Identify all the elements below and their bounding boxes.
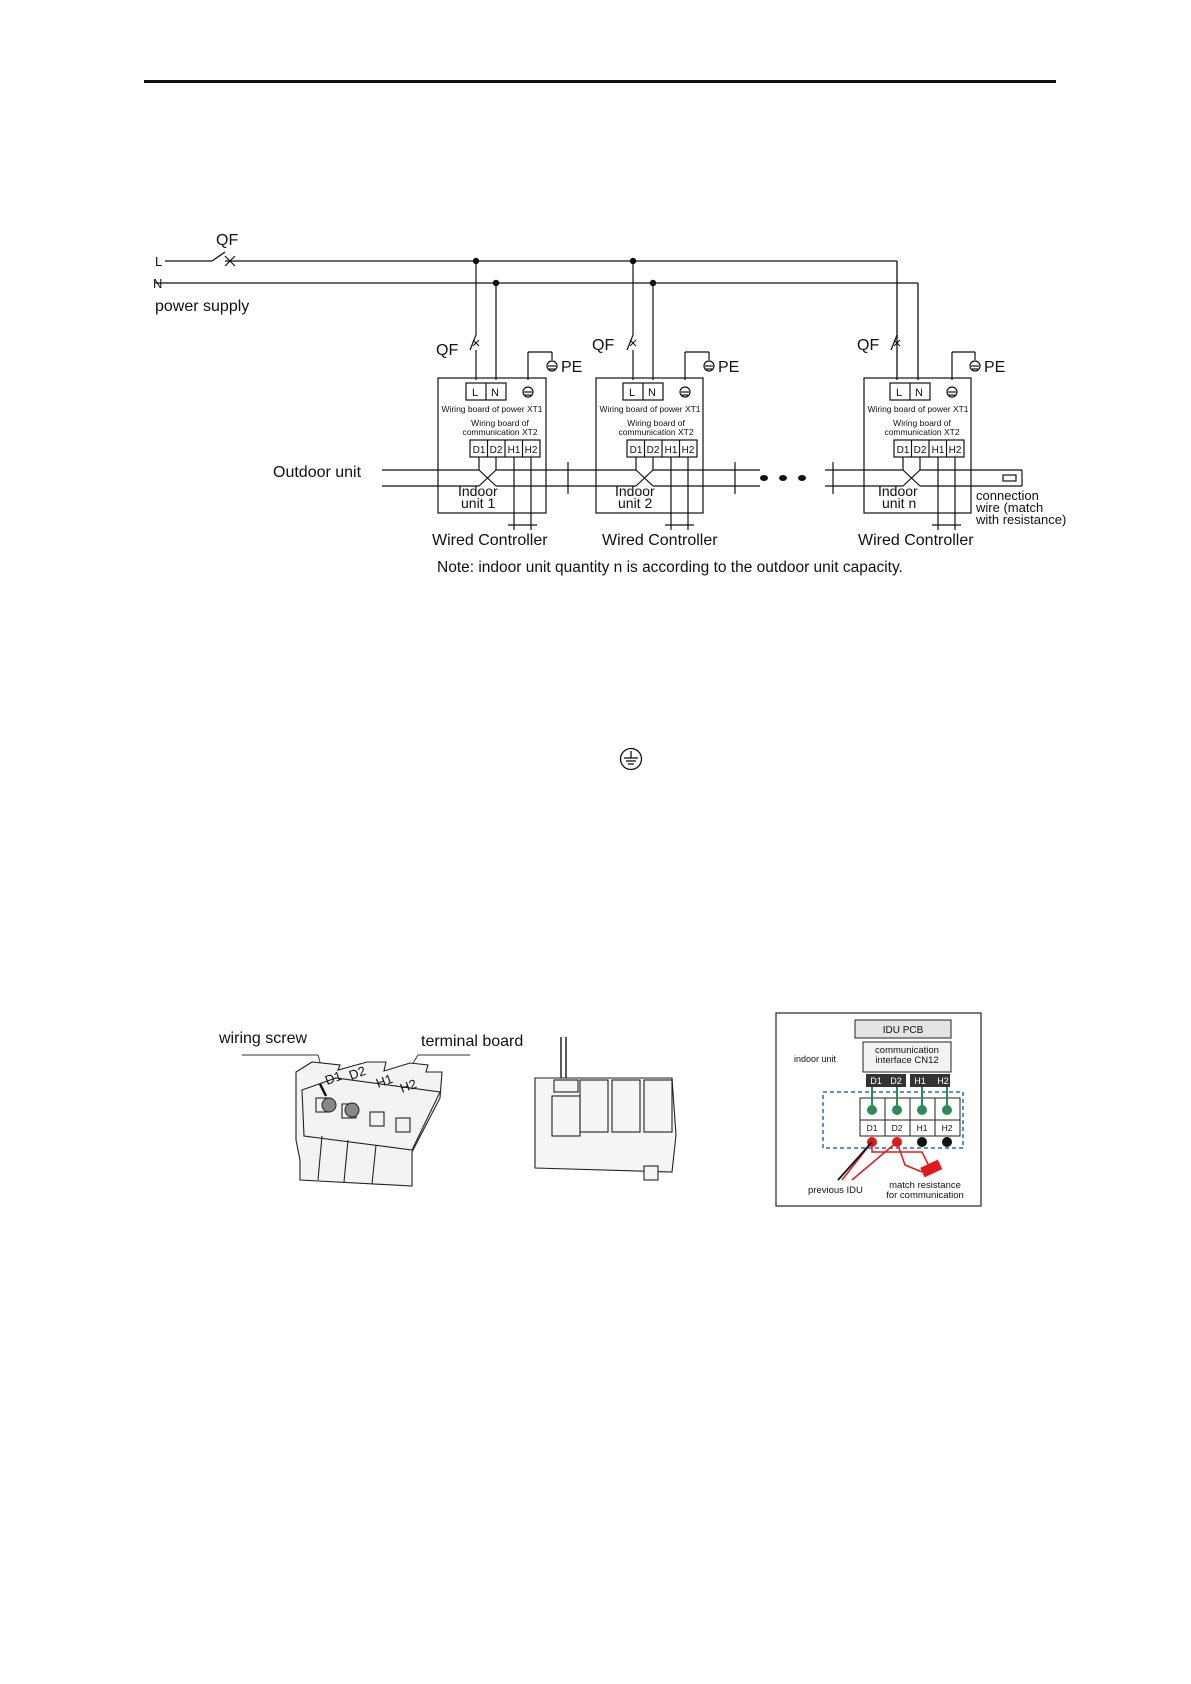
pe-label-n: PE <box>984 359 1005 376</box>
indoor-unit-1: QF PE L N Wiring board of power XT1 Wiri… <box>432 261 582 549</box>
wired-controller-1: Wired Controller <box>432 532 548 549</box>
terminal-d1-1: D1 <box>473 445 486 456</box>
xt1-label-2: Wiring board of power XT1 <box>599 404 700 414</box>
terminal-d2-2: D2 <box>647 445 660 456</box>
previous-idu-label: previous IDU <box>808 1185 863 1196</box>
terminal-pin-h2: H2 <box>942 1123 953 1133</box>
board-terminal-h1: H1 <box>374 1071 395 1091</box>
xt2-line1-2: Wiring board of <box>627 418 685 428</box>
xt2-line2-2: communication XT2 <box>618 427 693 437</box>
terminal-block-angled <box>295 1061 443 1187</box>
match-resistance-line2: for communication <box>886 1190 964 1201</box>
pcb-title: IDU PCB <box>883 1025 924 1036</box>
match-resistance-line1: match resistance <box>889 1180 961 1191</box>
capacity-note: Note: indoor unit quantity n is accordin… <box>437 559 903 576</box>
indoor-unit-1-line2: unit 1 <box>461 495 495 511</box>
pe-label-1: PE <box>561 359 582 376</box>
terminal-l-n: L <box>896 387 902 399</box>
terminal-d1-2: D1 <box>630 445 643 456</box>
xt1-label-n: Wiring board of power XT1 <box>867 404 968 414</box>
board-terminal-d1: D1 <box>323 1068 344 1088</box>
wiring-screw-label: wiring screw <box>218 1030 307 1047</box>
terminal-pin-d2: D2 <box>892 1123 903 1133</box>
indoor-unit-2-line1: Indoor <box>615 483 655 499</box>
power-supply-label: power supply <box>155 298 249 315</box>
terminal-board-label: terminal board <box>421 1033 523 1050</box>
line-n-label: N <box>153 276 162 291</box>
line-l-label: L <box>155 254 162 269</box>
idu-pcb-diagram: IDU PCB indoor unit communication interf… <box>775 1012 982 1207</box>
connection-wire-line3: with resistance) <box>975 512 1066 527</box>
connection-wire-line1: connection <box>976 488 1039 503</box>
breaker-label-n: QF <box>857 337 879 354</box>
terminal-h2-n: H2 <box>949 445 962 456</box>
pin-h2: H2 <box>937 1076 949 1086</box>
xt2-line2-1: communication XT2 <box>462 427 537 437</box>
connection-wire-line2: wire (match <box>975 500 1043 515</box>
terminal-pin-d1: D1 <box>867 1123 878 1133</box>
terminal-block-side <box>534 1037 677 1181</box>
breaker-label-2: QF <box>592 337 614 354</box>
indoor-unit-2-line2: unit 2 <box>618 495 652 511</box>
terminal-board-illustrations: wiring screw terminal board D1 D2 H1 H2 <box>218 1030 677 1187</box>
indoor-unit-n-line1: Indoor <box>878 483 918 499</box>
breaker-label-1: QF <box>436 342 458 359</box>
terminal-l-2: L <box>629 387 635 399</box>
terminal-n-n: N <box>915 387 923 399</box>
wired-controller-2: Wired Controller <box>602 532 718 549</box>
pin-h1: H1 <box>914 1076 926 1086</box>
indoor-unit-2: QF PE L N Wiring board of power XT1 Wiri… <box>592 261 739 549</box>
outdoor-unit-label: Outdoor unit <box>273 464 362 481</box>
terminal-h1-1: H1 <box>508 445 521 456</box>
indoor-unit-n: QF PE L N Wiring board of power XT1 Wiri… <box>857 334 1005 549</box>
terminal-d2-n: D2 <box>914 445 927 456</box>
indoor-unit-n-line2: unit n <box>882 495 916 511</box>
xt2-line1-1: Wiring board of <box>471 418 529 428</box>
terminal-l-1: L <box>472 387 478 399</box>
pin-d1: D1 <box>870 1076 882 1086</box>
terminal-n-2: N <box>648 387 656 399</box>
terminal-h1-n: H1 <box>932 445 945 456</box>
terminal-d1-n: D1 <box>897 445 910 456</box>
terminal-h2-2: H2 <box>682 445 695 456</box>
board-terminal-h2: H2 <box>398 1076 419 1096</box>
page-header-rule <box>144 80 1056 83</box>
xt2-line2-n: communication XT2 <box>884 427 959 437</box>
terminal-pin-h1: H1 <box>917 1123 928 1133</box>
xt1-label-1: Wiring board of power XT1 <box>441 404 542 414</box>
xt2-line1-n: Wiring board of <box>893 418 951 428</box>
main-breaker-label: QF <box>216 232 238 249</box>
terminal-h1-2: H1 <box>665 445 678 456</box>
terminal-n-1: N <box>491 387 499 399</box>
pe-label-2: PE <box>718 359 739 376</box>
pin-d2: D2 <box>890 1076 902 1086</box>
indoor-unit-label: indoor unit <box>794 1054 837 1064</box>
ground-icon <box>619 747 643 771</box>
board-terminal-d2: D2 <box>347 1063 368 1083</box>
terminal-h2-1: H2 <box>525 445 538 456</box>
comm-interface-line1: communication <box>875 1045 939 1056</box>
wiring-diagram: QF L N power supply <box>153 232 1066 576</box>
wired-controller-n: Wired Controller <box>858 532 974 549</box>
comm-interface-line2: interface CN12 <box>875 1055 938 1066</box>
indoor-unit-1-line1: Indoor <box>458 483 498 499</box>
terminal-d2-1: D2 <box>490 445 503 456</box>
